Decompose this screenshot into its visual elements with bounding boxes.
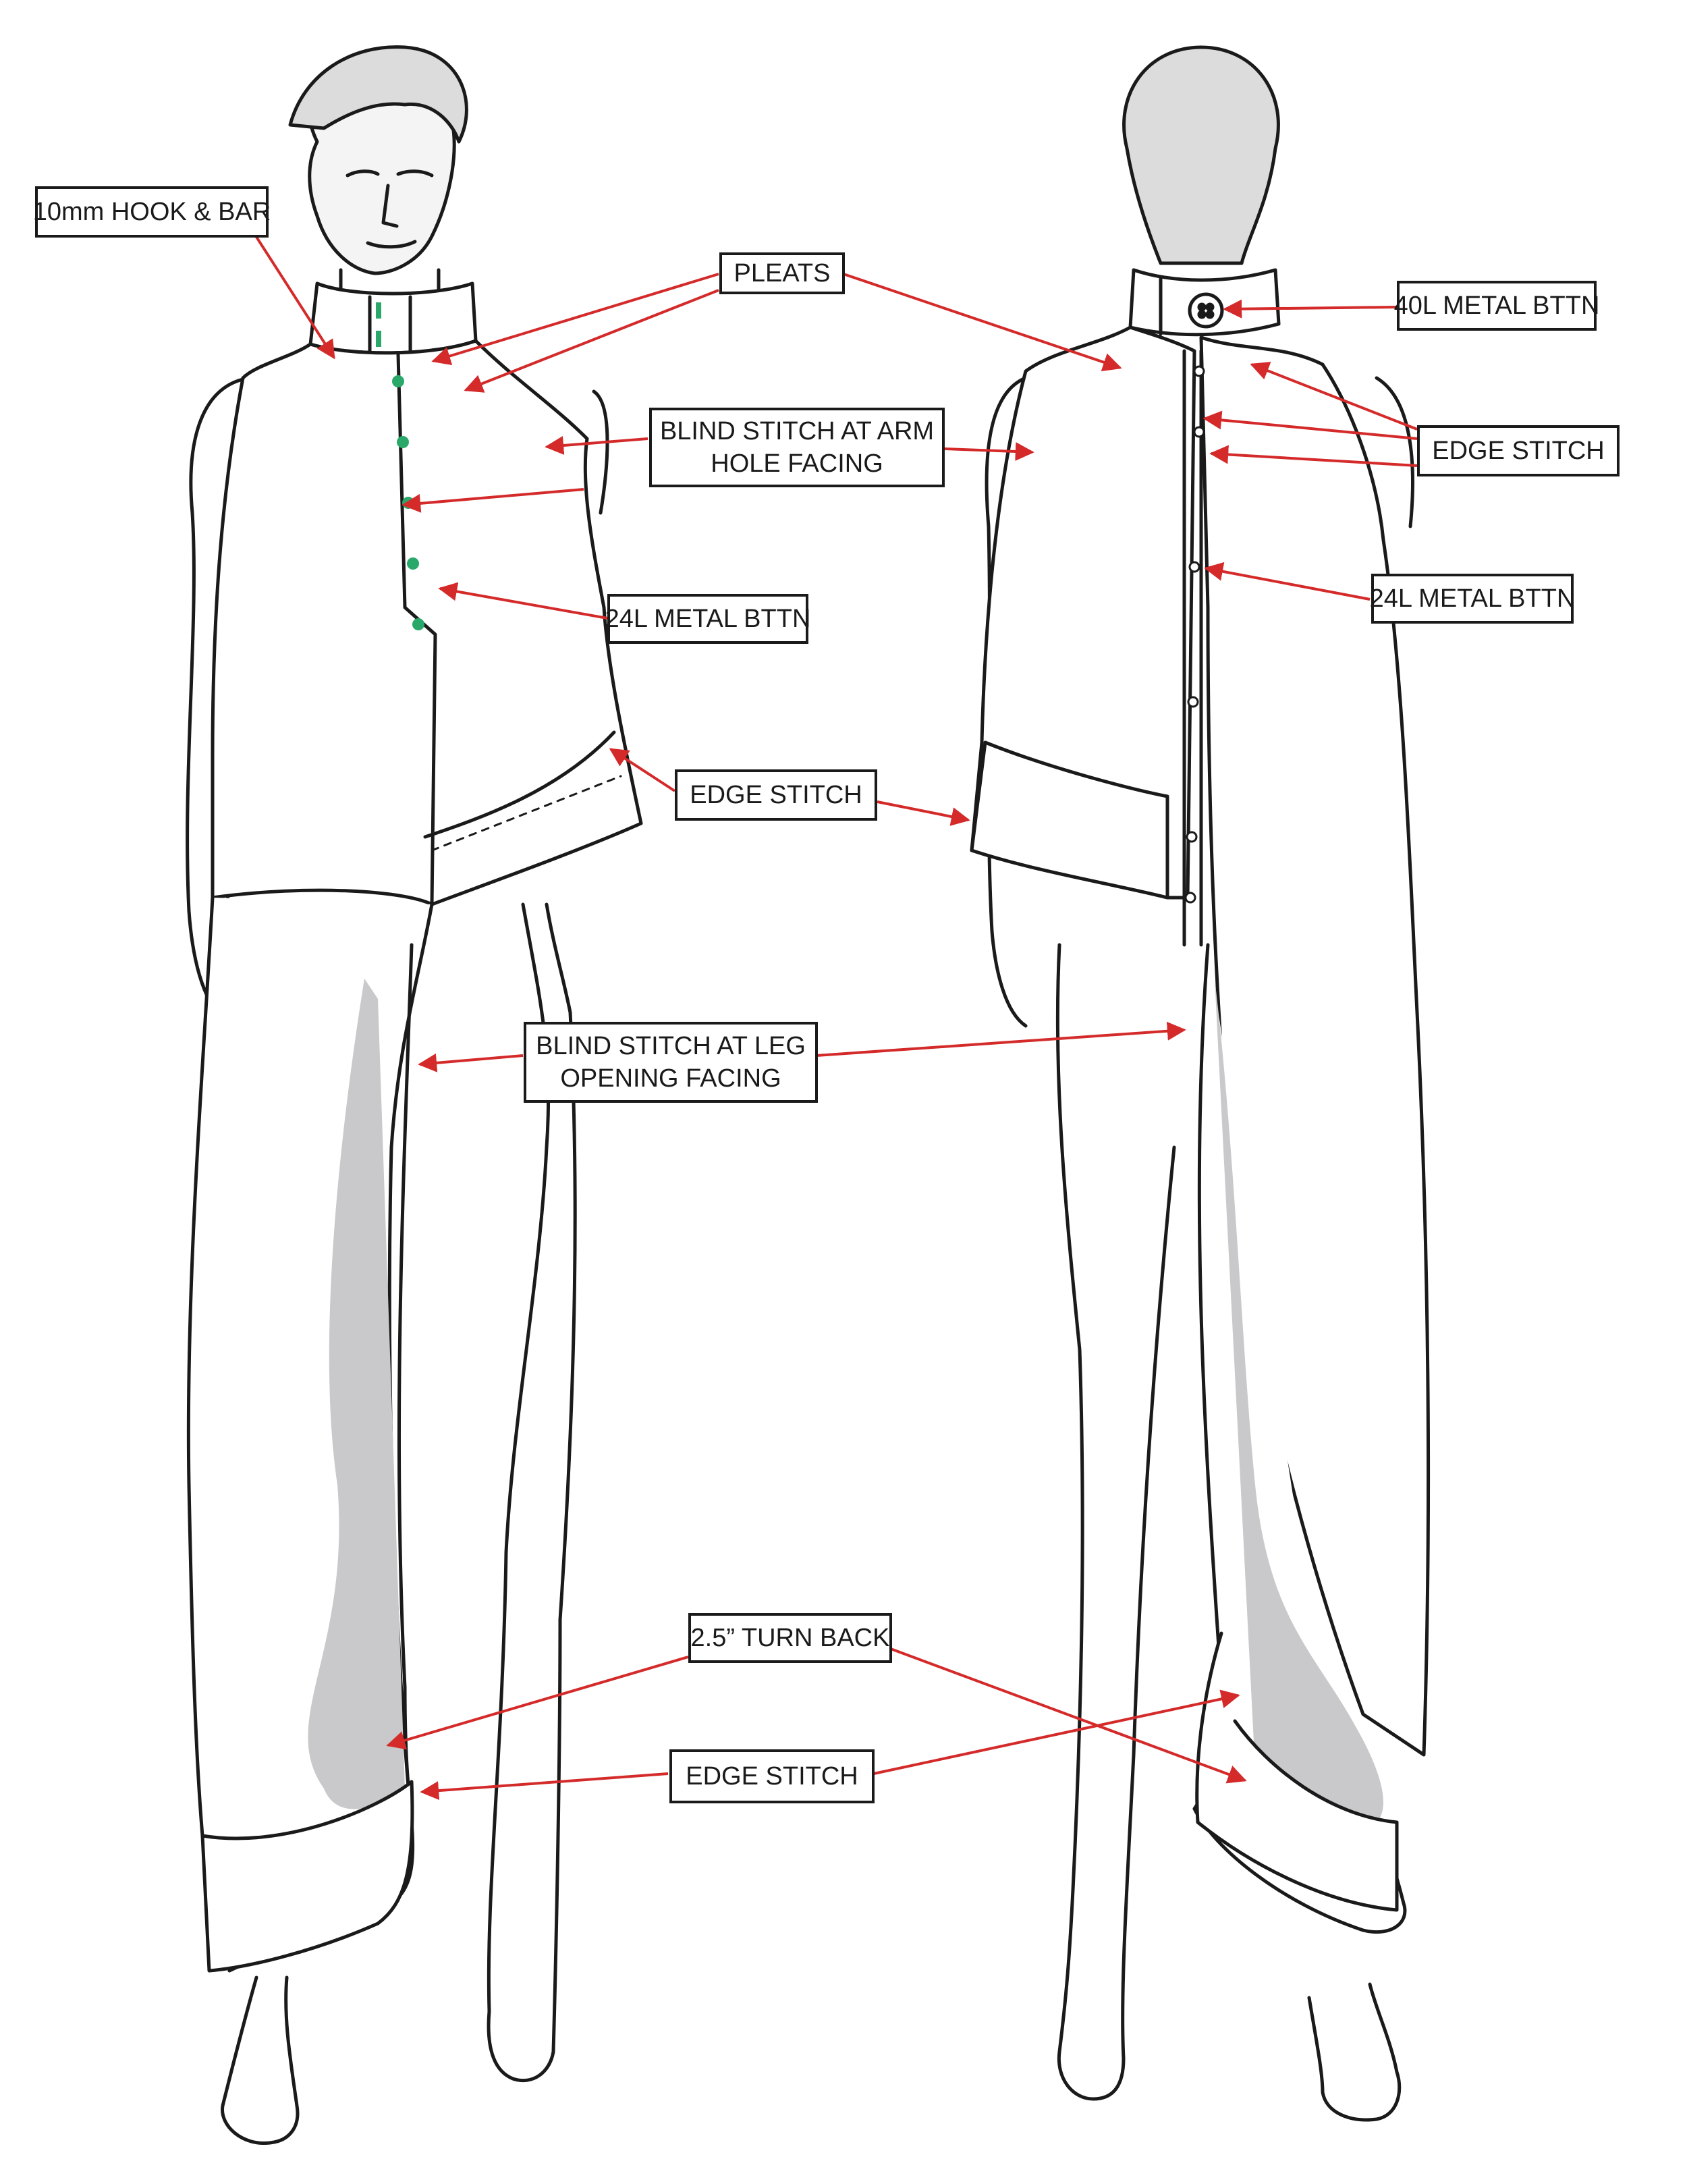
label-40l-metal-button-text: 40L METAL BTTN bbox=[1393, 292, 1600, 320]
arrow-blind-leg-front bbox=[418, 1053, 524, 1072]
back-collar bbox=[1128, 268, 1281, 337]
arrow-edge-bottom-back bbox=[873, 1689, 1240, 1775]
label-pleats: PLEATS bbox=[719, 252, 845, 294]
label-blind-stitch-arm-line2: HOLE FACING bbox=[711, 449, 883, 478]
label-blind-stitch-leg-line2: OPENING FACING bbox=[560, 1064, 781, 1093]
label-edge-stitch-hem: EDGE STITCH bbox=[675, 769, 877, 821]
back-figure bbox=[970, 45, 1431, 2122]
back-buttons bbox=[1184, 365, 1205, 904]
arrow-24l-back bbox=[1204, 562, 1371, 601]
label-edge-stitch-back-neck: EDGE STITCH bbox=[1417, 425, 1620, 476]
arrow-edge-bottom-front bbox=[420, 1772, 669, 1801]
arrow-edge-hem-front bbox=[609, 748, 676, 792]
label-blind-stitch-arm: BLIND STITCH AT ARM HOLE FACING bbox=[649, 408, 945, 487]
label-turn-back-text: 2.5” TURN BACK bbox=[690, 1624, 890, 1652]
arrow-edge-hem-back bbox=[877, 800, 970, 826]
front-collar bbox=[308, 281, 478, 356]
label-edge-stitch-back-neck-text: EDGE STITCH bbox=[1432, 437, 1605, 465]
front-pant bbox=[186, 896, 434, 1973]
arrow-blind-arm-front bbox=[545, 436, 648, 455]
arrow-blind-arm-back bbox=[944, 442, 1034, 462]
label-blind-stitch-leg-line1: BLIND STITCH AT LEG bbox=[536, 1032, 806, 1060]
label-24l-metal-button-front-text: 24L METAL BTTN bbox=[605, 605, 811, 633]
label-hook-bar: 10mm HOOK & BAR bbox=[32, 186, 271, 238]
arrow-turn-back-front bbox=[386, 1656, 689, 1750]
arrow-blind-leg-back bbox=[816, 1021, 1186, 1057]
arrow-edge-back-2 bbox=[1202, 410, 1418, 440]
label-24l-metal-button-back-text: 24L METAL BTTN bbox=[1369, 584, 1576, 613]
arrow-edge-back-1 bbox=[1250, 362, 1418, 431]
label-edge-stitch-bottom-text: EDGE STITCH bbox=[686, 1762, 858, 1791]
callout-arrows bbox=[254, 234, 1418, 1801]
arrow-pleats-front-2 bbox=[464, 289, 719, 393]
front-top bbox=[211, 339, 643, 906]
label-edge-stitch-bottom: EDGE STITCH bbox=[669, 1749, 875, 1803]
label-blind-stitch-leg: BLIND STITCH AT LEG OPENING FACING bbox=[524, 1022, 818, 1103]
label-pleats-text: PLEATS bbox=[734, 259, 831, 288]
label-hook-bar-text: 10mm HOOK & BAR bbox=[32, 198, 271, 226]
label-40l-metal-button: 40L METAL BTTN bbox=[1393, 281, 1600, 331]
arrow-pleats-back bbox=[843, 273, 1122, 372]
back-head bbox=[1122, 45, 1280, 265]
arrow-blind-arm-front-2 bbox=[402, 488, 584, 513]
label-24l-metal-button-front: 24L METAL BTTN bbox=[605, 594, 811, 644]
arrow-40l-button bbox=[1223, 299, 1398, 319]
arrow-edge-back-3 bbox=[1209, 445, 1418, 467]
label-blind-stitch-arm-line1: BLIND STITCH AT ARM bbox=[659, 417, 935, 445]
back-top bbox=[970, 325, 1431, 1757]
arrow-24l-front bbox=[438, 582, 608, 620]
back-pant bbox=[1192, 943, 1407, 1934]
front-figure bbox=[186, 45, 643, 2146]
arrow-pleats-front-1 bbox=[431, 273, 719, 366]
label-24l-metal-button-back: 24L METAL BTTN bbox=[1369, 574, 1576, 624]
label-turn-back: 2.5” TURN BACK bbox=[688, 1613, 892, 1663]
arrow-hook-bar bbox=[254, 234, 335, 360]
label-edge-stitch-hem-text: EDGE STITCH bbox=[690, 781, 862, 809]
arrow-turn-back-back bbox=[890, 1647, 1247, 1784]
front-head bbox=[288, 45, 468, 299]
